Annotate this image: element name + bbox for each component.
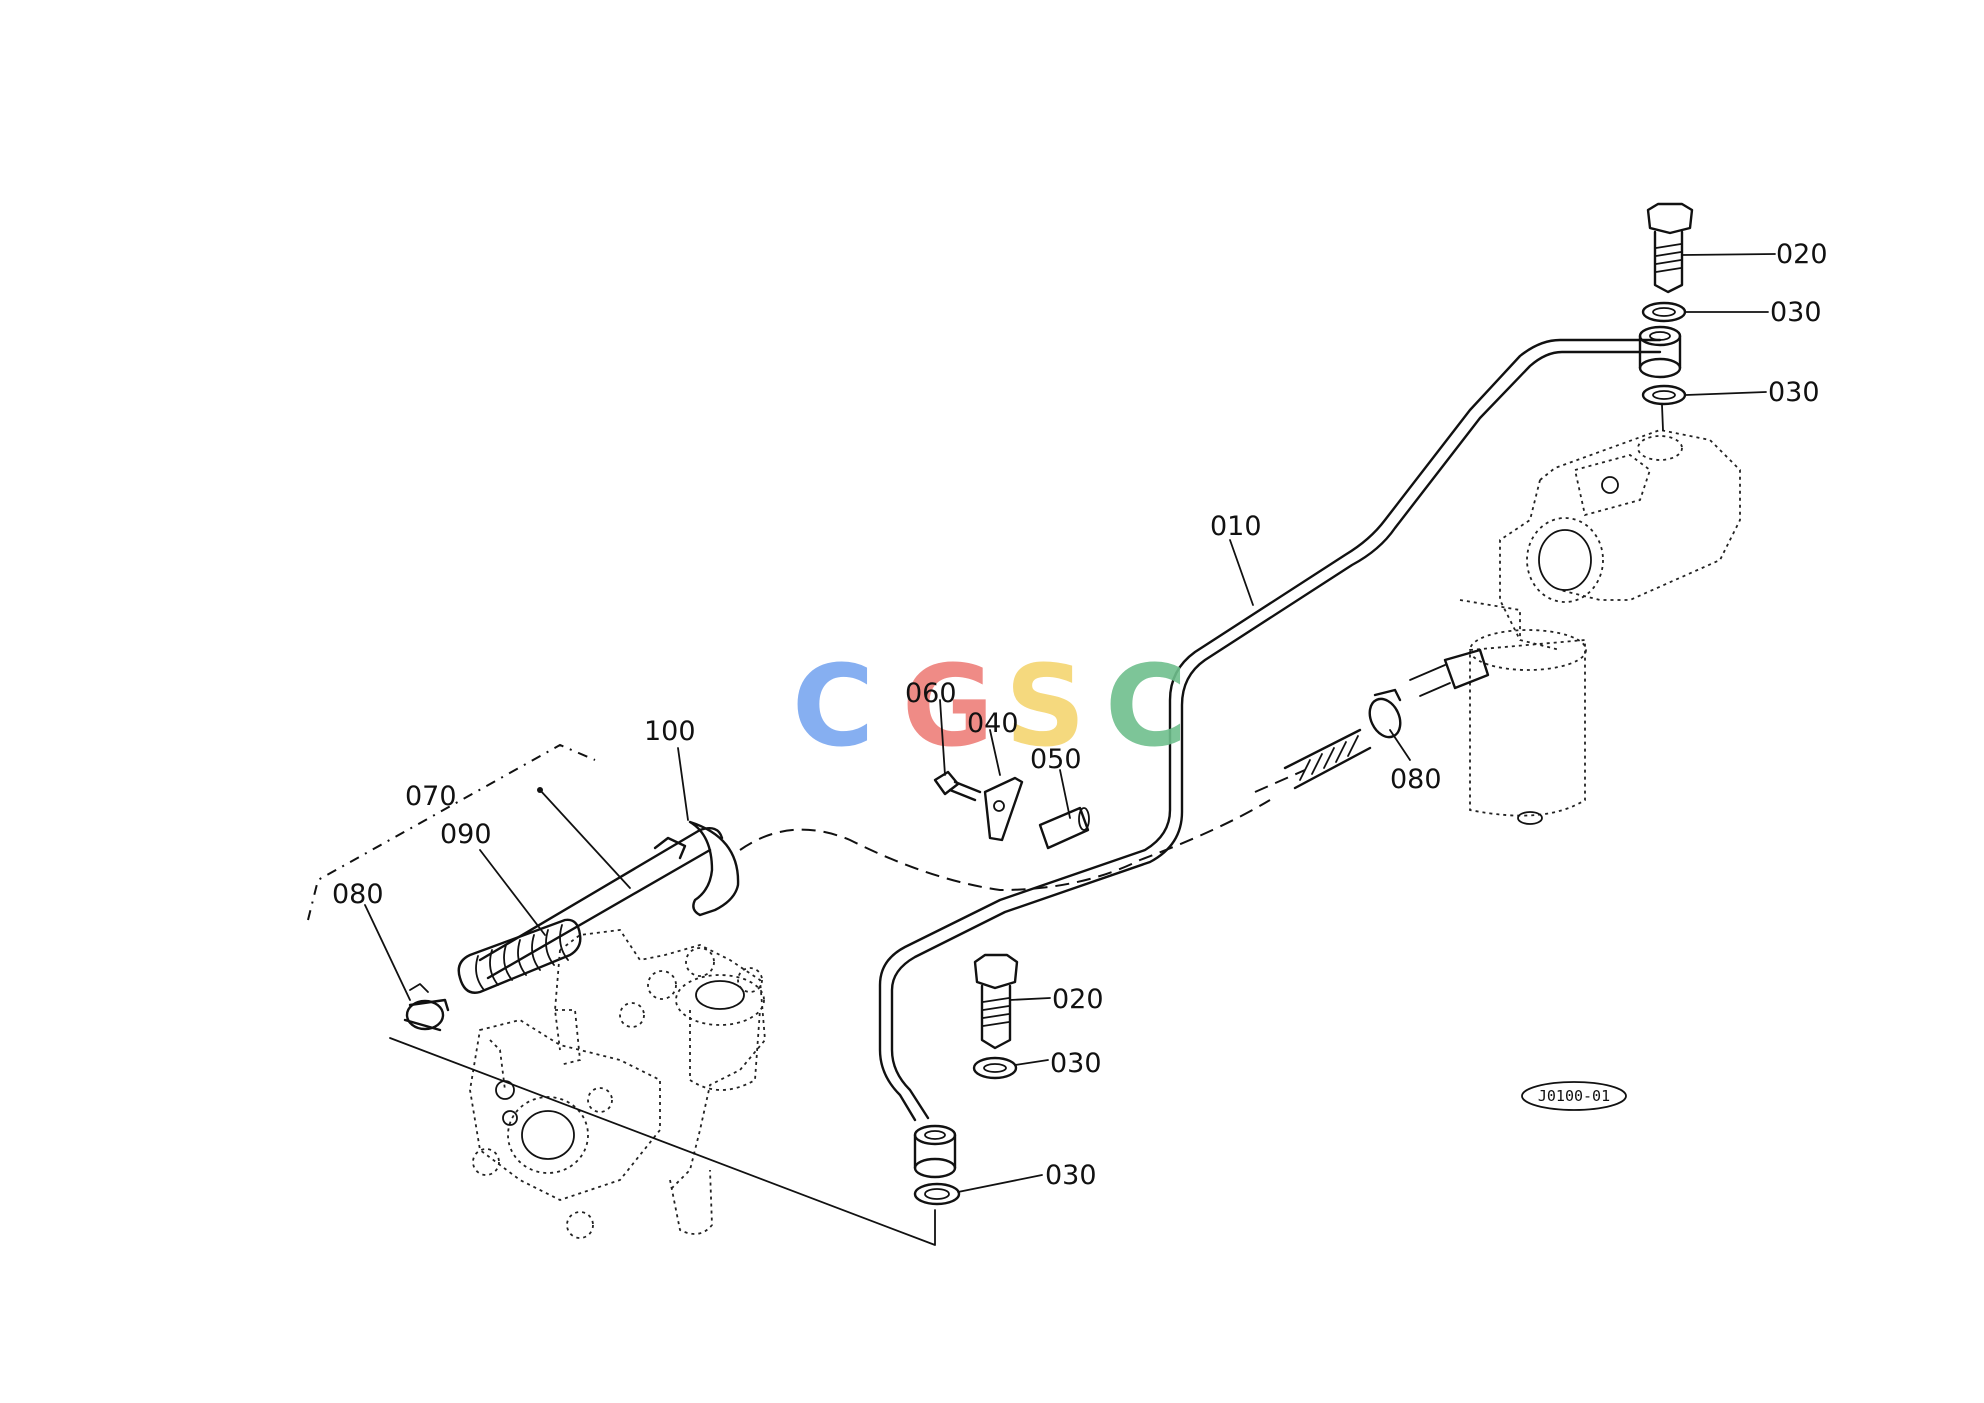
callout-030-upper-b: 030 <box>1768 377 1820 408</box>
callout-060: 060 <box>905 678 957 709</box>
leader-lines <box>364 253 1776 1193</box>
callout-020-upper: 020 <box>1776 239 1828 270</box>
spring-guard-090 <box>457 918 582 994</box>
banjo-fitting-lower <box>913 1124 957 1179</box>
callout-040: 040 <box>967 708 1019 739</box>
callout-070: 070 <box>405 781 457 812</box>
callout-050: 050 <box>1030 744 1082 775</box>
watermark-letter-c2: C <box>1105 642 1187 772</box>
callout-010: 010 <box>1210 511 1262 542</box>
watermark-letter-g: G <box>902 642 994 772</box>
callout-090: 090 <box>440 819 492 850</box>
hose-bracket-100 <box>653 820 740 917</box>
hose-right <box>1254 728 1372 793</box>
washer-lower-b <box>913 1182 961 1206</box>
watermark-logo: C G S C <box>792 642 1187 772</box>
callouts: 010 020 030 030 060 040 050 080 100 070 … <box>332 239 1828 1191</box>
callout-020-lower: 020 <box>1052 984 1104 1015</box>
callout-030-lower-a: 030 <box>1050 1048 1102 1079</box>
return-hose <box>739 799 1271 892</box>
callout-100: 100 <box>644 716 696 747</box>
reference-code-badge: J0100-01 <box>1521 1081 1627 1111</box>
guide-lines <box>389 787 936 1246</box>
hose-left <box>478 827 724 980</box>
callout-080-left: 080 <box>332 879 384 910</box>
watermark-letter-c1: C <box>792 642 874 772</box>
clamp-bolt-060 <box>933 770 982 802</box>
hose-nipple-right <box>1409 648 1490 697</box>
pipe-010 <box>878 338 1662 1122</box>
hose-clamp-right <box>1368 688 1402 739</box>
hose-clamp-left <box>403 983 450 1032</box>
watermark-letter-s: S <box>1005 642 1086 772</box>
banjo-bolt-lower <box>973 953 1019 1050</box>
pipe-clamp-040 <box>983 776 1024 842</box>
callout-080-right: 080 <box>1390 764 1442 795</box>
steering-gearbox-left <box>469 929 766 1239</box>
banjo-fitting-upper <box>1638 325 1682 379</box>
callout-030-lower-b: 030 <box>1045 1160 1097 1191</box>
steering-valve-right <box>1459 429 1741 825</box>
banjo-bolt-upper <box>1646 202 1694 294</box>
washer-lower-a <box>972 1056 1018 1080</box>
collar-050 <box>1038 806 1090 850</box>
washer-upper-a <box>1641 301 1687 323</box>
callout-030-upper-a: 030 <box>1770 297 1822 328</box>
washer-upper-b <box>1641 384 1687 406</box>
reference-code: J0100-01 <box>1538 1087 1610 1105</box>
